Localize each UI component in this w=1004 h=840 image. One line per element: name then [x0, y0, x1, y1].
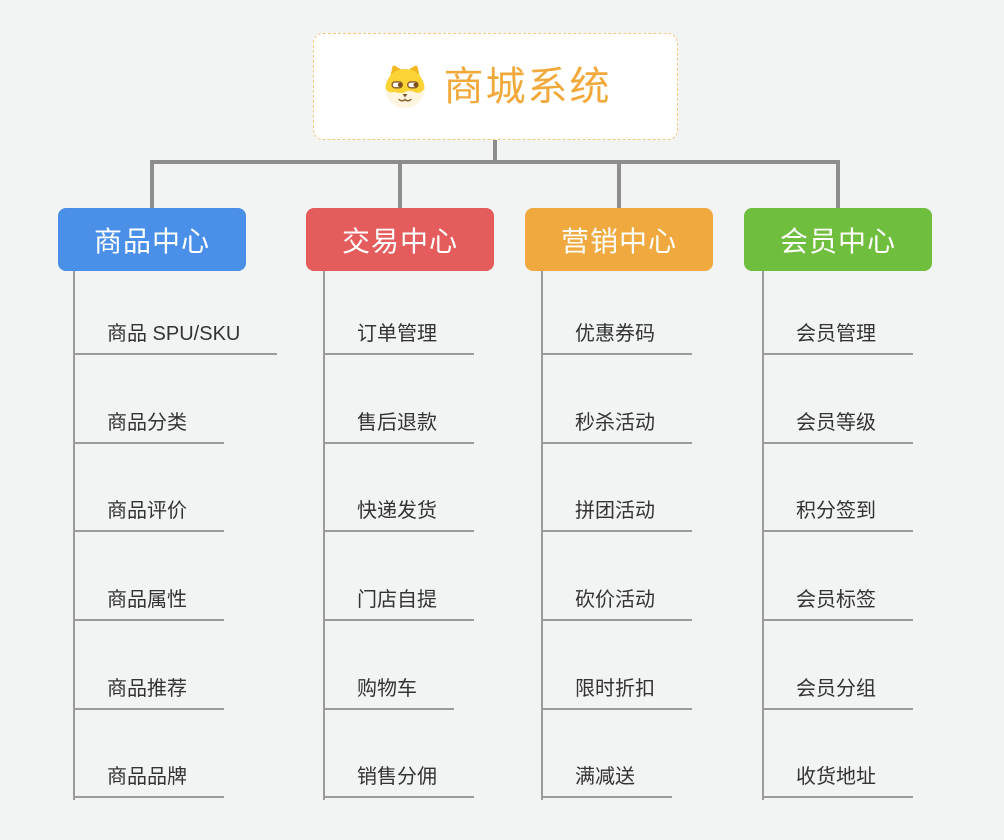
leaf-item[interactable]: 会员标签 [762, 589, 913, 621]
leaf-item[interactable]: 快递发货 [323, 500, 474, 532]
connector-root-stem [493, 140, 497, 164]
leaf-item[interactable]: 满减送 [541, 766, 672, 798]
branch-node-member-center[interactable]: 会员中心 [744, 208, 932, 271]
leaf-item[interactable]: 限时折扣 [541, 678, 692, 710]
trunk-line-goods [73, 271, 75, 800]
leaf-item[interactable]: 售后退款 [323, 412, 474, 444]
leaf-item[interactable]: 购物车 [323, 678, 454, 710]
leaf-item[interactable]: 商品评价 [73, 500, 224, 532]
leaf-item[interactable]: 销售分佣 [323, 766, 474, 798]
trunk-line-marketing [541, 271, 543, 800]
leaf-item[interactable]: 会员等级 [762, 412, 913, 444]
leaf-item[interactable]: 门店自提 [323, 589, 474, 621]
leaf-item[interactable]: 订单管理 [323, 323, 474, 355]
connector-drop-marketing [617, 160, 621, 208]
leaf-item[interactable]: 商品分类 [73, 412, 224, 444]
dog-icon [380, 62, 430, 112]
trunk-line-member [762, 271, 764, 800]
connector-bus [150, 160, 840, 164]
branch-node-trade-center[interactable]: 交易中心 [306, 208, 494, 271]
connector-drop-goods [150, 160, 154, 208]
leaf-item[interactable]: 商品属性 [73, 589, 224, 621]
root-title: 商城系统 [443, 64, 612, 109]
leaf-item[interactable]: 收货地址 [762, 766, 913, 798]
root-node[interactable]: 商城系统 [313, 33, 678, 140]
leaf-item[interactable]: 商品推荐 [73, 678, 224, 710]
leaf-item[interactable]: 会员分组 [762, 678, 913, 710]
branch-node-marketing-center[interactable]: 营销中心 [525, 208, 713, 271]
leaf-item[interactable]: 拼团活动 [541, 500, 692, 532]
branch-node-goods-center[interactable]: 商品中心 [58, 208, 246, 271]
connector-drop-trade [398, 160, 402, 208]
leaf-item[interactable]: 商品品牌 [73, 766, 224, 798]
leaf-item[interactable]: 优惠券码 [541, 323, 692, 355]
leaf-item[interactable]: 秒杀活动 [541, 412, 692, 444]
trunk-line-trade [323, 271, 325, 800]
leaf-item[interactable]: 会员管理 [762, 323, 913, 355]
leaf-item[interactable]: 砍价活动 [541, 589, 692, 621]
connector-drop-member [836, 160, 840, 208]
leaf-item[interactable]: 积分签到 [762, 500, 913, 532]
leaf-item[interactable]: 商品 SPU/SKU [73, 323, 278, 355]
